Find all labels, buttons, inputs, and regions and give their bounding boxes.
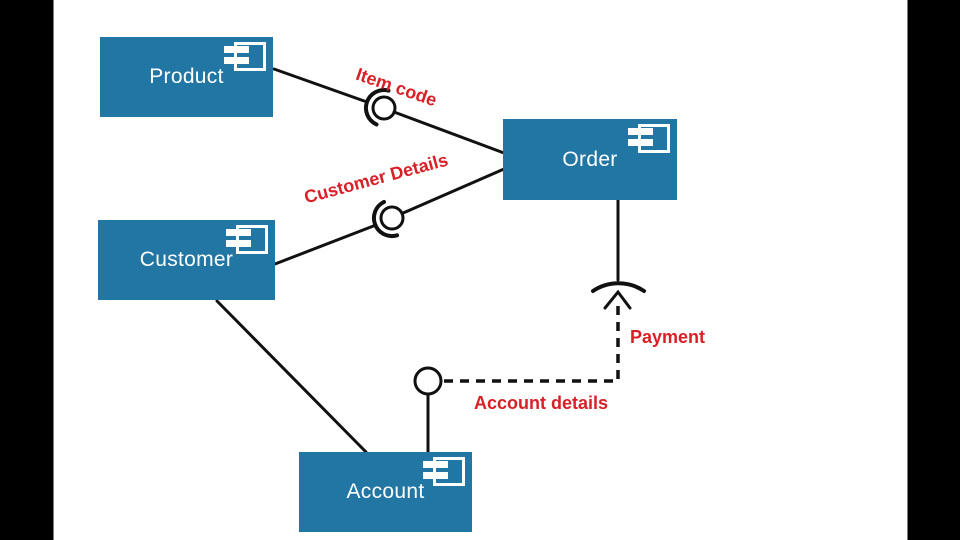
ball-interface-icon [371, 95, 397, 121]
interface-label-account-details: Account details [474, 393, 609, 413]
component-account: Account [299, 452, 472, 532]
component-order-label: Order [562, 147, 618, 171]
open-arrowhead-icon [603, 289, 632, 310]
component-account-label: Account [346, 480, 425, 503]
uml-component-icon [224, 42, 266, 71]
component-product-label: Product [149, 65, 224, 88]
connector-customer-details [273, 167, 506, 266]
connector-payment [441, 198, 646, 383]
ball-interface-icon [413, 366, 443, 396]
letterbox-right-bar [907, 0, 960, 540]
connector-item-code [272, 67, 506, 155]
connector-account-details [413, 366, 443, 454]
socket-icon [363, 88, 391, 127]
interface-label-payment: Payment [630, 327, 706, 347]
connector-customer-account [215, 299, 368, 454]
socket-icon [371, 199, 400, 238]
letterbox-left-bar [0, 0, 54, 540]
ball-interface-icon [379, 205, 405, 231]
uml-component-icon [226, 225, 268, 254]
uml-component-icon [628, 124, 670, 153]
component-customer-label: Customer [139, 248, 234, 271]
component-customer: Customer [98, 220, 275, 300]
socket-icon [591, 281, 646, 293]
uml-component-icon [423, 457, 465, 486]
component-order: Order [503, 119, 677, 200]
component-product: Product [100, 37, 273, 117]
